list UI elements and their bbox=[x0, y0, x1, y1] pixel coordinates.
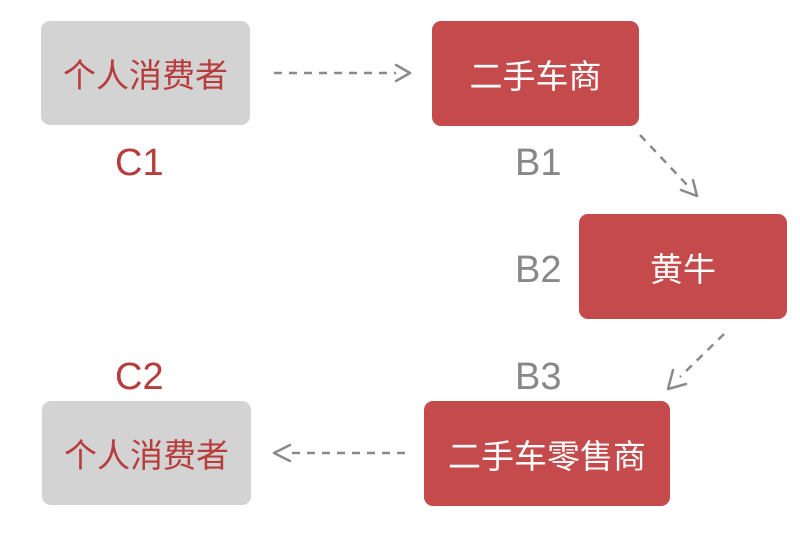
c2-code: C2 bbox=[115, 356, 164, 398]
b1-label: 二手车商 bbox=[469, 56, 602, 96]
b3-label: 二手车零售商 bbox=[448, 436, 646, 476]
arrow-b1-to-b2 bbox=[639, 134, 689, 187]
c1-code: C1 bbox=[115, 142, 164, 184]
c1-label: 个人消费者 bbox=[63, 56, 228, 95]
b2-label: 黄牛 bbox=[650, 249, 716, 289]
b3-node: 二手车零售商 bbox=[424, 401, 670, 506]
arrowhead-b2-to-b3 bbox=[666, 368, 688, 391]
b1-code: B1 bbox=[515, 142, 562, 184]
arrow-b2-to-b3 bbox=[679, 333, 725, 378]
c2-label: 个人消费者 bbox=[64, 436, 229, 475]
arrowhead-b3-to-c2 bbox=[272, 443, 292, 463]
c2-node: 个人消费者 bbox=[42, 401, 251, 505]
b2-node: 黄牛 bbox=[579, 214, 787, 319]
arrowhead-c1-to-b1 bbox=[394, 63, 412, 83]
b1-node: 二手车商 bbox=[432, 21, 639, 126]
b2-code: B2 bbox=[515, 249, 562, 291]
c1-node: 个人消费者 bbox=[41, 21, 250, 125]
b3-code: B3 bbox=[515, 356, 562, 398]
arrowhead-b1-to-b2 bbox=[679, 178, 699, 198]
